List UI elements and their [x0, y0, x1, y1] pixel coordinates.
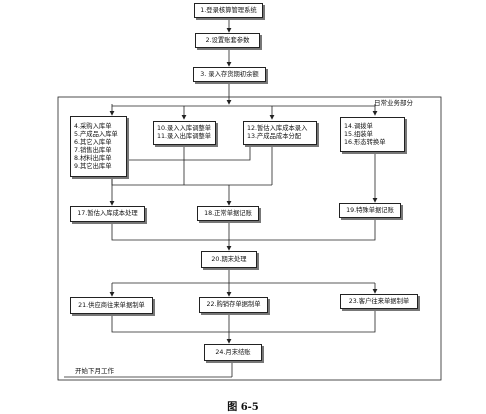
special-item: 15.组装单	[344, 130, 373, 138]
step-17-estimate-cost-box: 17.暂估入库成本处理	[70, 206, 145, 222]
doc-item: 8.材料出库单	[74, 154, 112, 162]
step-22-inventory-voucher-box: 22.购销存单据制单	[199, 297, 268, 313]
special-item: 16.形态转换单	[344, 138, 386, 146]
step-18-normal-posting-box: 18.正常单据记账	[197, 206, 259, 221]
doc-item: 5.产成品入库单	[74, 130, 118, 138]
doc-item: 4.采购入库单	[74, 122, 112, 130]
connector-12-17	[109, 145, 251, 206]
connector-docs-18	[111, 177, 272, 186]
section-label: 日常业务部分	[374, 99, 413, 107]
step-1-login-box: 1.登录核算管理系统	[194, 3, 263, 18]
doc-item: 6.其它入库单	[74, 138, 112, 146]
step-19-special-posting-box: 19.特殊单据记账	[339, 203, 401, 218]
step-2-account-settings-box: 2.设置账套参数	[195, 33, 260, 48]
doc-item: 9.其它出库单	[74, 162, 112, 170]
special-item: 14.调拨单	[344, 122, 373, 130]
special-docs-group-box: 14.调拨单 15.组装单 16.形态转换单	[340, 117, 405, 152]
estimate-item: 13.产成品成本分配	[247, 133, 302, 140]
step-21-supplier-voucher-box: 21.供应商往来单据制单	[70, 297, 153, 314]
step-23-customer-voucher-box: 23.客户往来单据制单	[340, 294, 418, 309]
adjust-item: 10.录入入库调整单	[157, 125, 212, 132]
bus-top	[111, 104, 376, 107]
estimate-group-box: 12.暂估入库成本录入 13.产成品成本分配	[243, 121, 317, 145]
adjust-item: 11.录入出库调整单	[157, 133, 212, 140]
section-frame	[57, 96, 442, 381]
step-24-month-end-box: 24.月末结账	[204, 344, 262, 361]
step-3-opening-balance-box: 3. 录入存货期初余额	[193, 67, 266, 82]
next-month-label: 开始下月工作	[75, 367, 114, 375]
estimate-item: 12.暂估入库成本录入	[247, 125, 308, 132]
step-20-period-end-box: 20.期末处理	[201, 251, 257, 268]
doc-item: 7.销售出库单	[74, 146, 112, 154]
documents-group-box: 4.采购入库单 5.产成品入库单 6.其它入库单 7.销售出库单 8.材料出库单…	[70, 116, 127, 177]
adjustment-group-box: 10.录入入库调整单 11.录入出库调整单	[153, 121, 216, 145]
figure-caption: 图 6-5	[227, 402, 259, 413]
